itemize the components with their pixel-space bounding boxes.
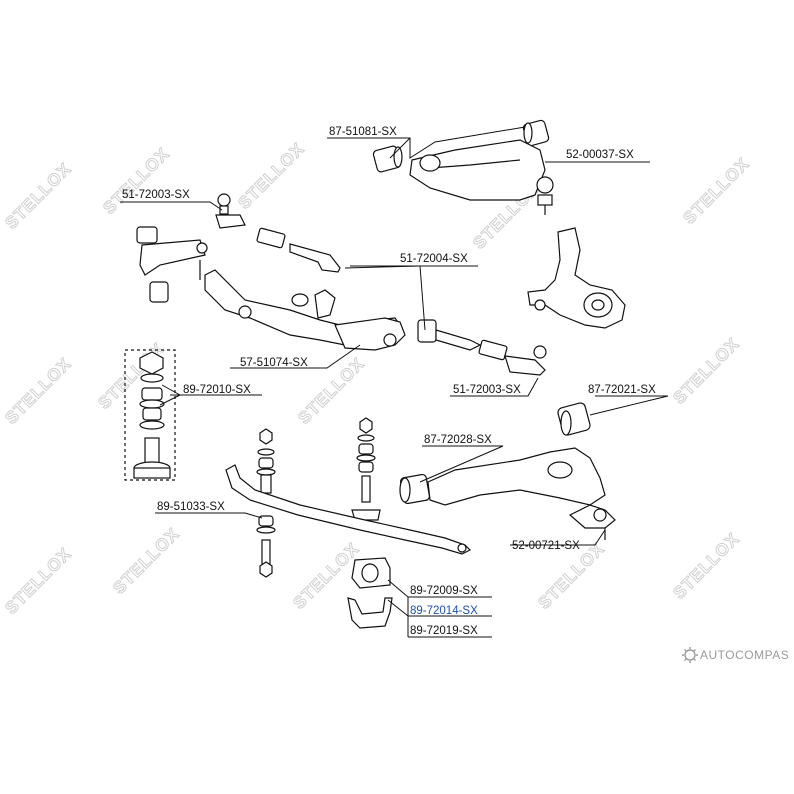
part-label-89-51033[interactable]: 89-51033-SX <box>157 501 225 513</box>
part-label-89-72009[interactable]: 89-72009-SX <box>410 585 478 597</box>
watermark: STELLOX <box>669 334 743 408</box>
gear-icon <box>682 647 698 663</box>
part-label-87-72021[interactable]: 87-72021-SX <box>588 384 656 396</box>
part-label-89-72010[interactable]: 89-72010-SX <box>183 384 251 396</box>
watermark: STELLOX <box>99 144 173 218</box>
autocompas-logo: AUTOCOMPAS <box>682 647 789 663</box>
watermark: STELLOX <box>679 154 753 228</box>
brand-text: AUTOCOMPAS <box>700 648 789 662</box>
tie-rod-end-top <box>215 193 246 229</box>
part-label-51-72003-top[interactable]: 51-72003-SX <box>122 189 190 201</box>
stabilizer-link-left <box>256 428 276 578</box>
pitman-arm <box>334 317 406 351</box>
part-label-87-51081[interactable]: 87-51081-SX <box>329 126 397 138</box>
tie-rod-top <box>256 227 341 273</box>
part-label-87-72028[interactable]: 87-72028-SX <box>424 434 492 446</box>
idler-arm <box>136 226 208 303</box>
strut-rod-kit <box>124 349 176 481</box>
steering-knuckle <box>527 227 626 329</box>
part-label-52-00037[interactable]: 52-00037-SX <box>566 149 634 161</box>
watermark: STELLOX <box>109 524 183 598</box>
part-label-52-00721[interactable]: 52-00721-SX <box>512 540 580 552</box>
watermark: STELLOX <box>234 139 308 213</box>
part-label-51-72004[interactable]: 51-72004-SX <box>400 253 468 265</box>
lower-bushing-87-72021 <box>557 402 591 436</box>
part-label-89-72014[interactable]: 89-72014-SX <box>410 605 478 617</box>
watermark: STELLOX <box>1 544 75 618</box>
upper-control-arm <box>409 139 554 215</box>
watermark: STELLOX <box>1 354 75 428</box>
stabilizer-bushing <box>347 557 393 629</box>
part-label-57-51074[interactable]: 57-51074-SX <box>240 357 308 369</box>
part-label-51-72003-bottom[interactable]: 51-72003-SX <box>453 384 521 396</box>
stabilizer-link-right <box>351 417 381 521</box>
part-label-89-72019[interactable]: 89-72019-SX <box>410 625 478 637</box>
tie-rod-right <box>417 319 547 376</box>
part-labels: 87-51081-SX 52-00037-SX 51-72003-SX 51-7… <box>122 126 656 637</box>
watermark: STELLOX <box>669 529 743 603</box>
stabilizer-bar <box>225 464 472 555</box>
watermark: STELLOX <box>1 159 75 233</box>
leader-lines <box>120 126 669 638</box>
lower-control-arm <box>399 447 616 540</box>
watermark-layer: STELLOX STELLOX STELLOX STELLOX STELLOX … <box>1 139 754 619</box>
parts-drawing <box>124 119 626 629</box>
